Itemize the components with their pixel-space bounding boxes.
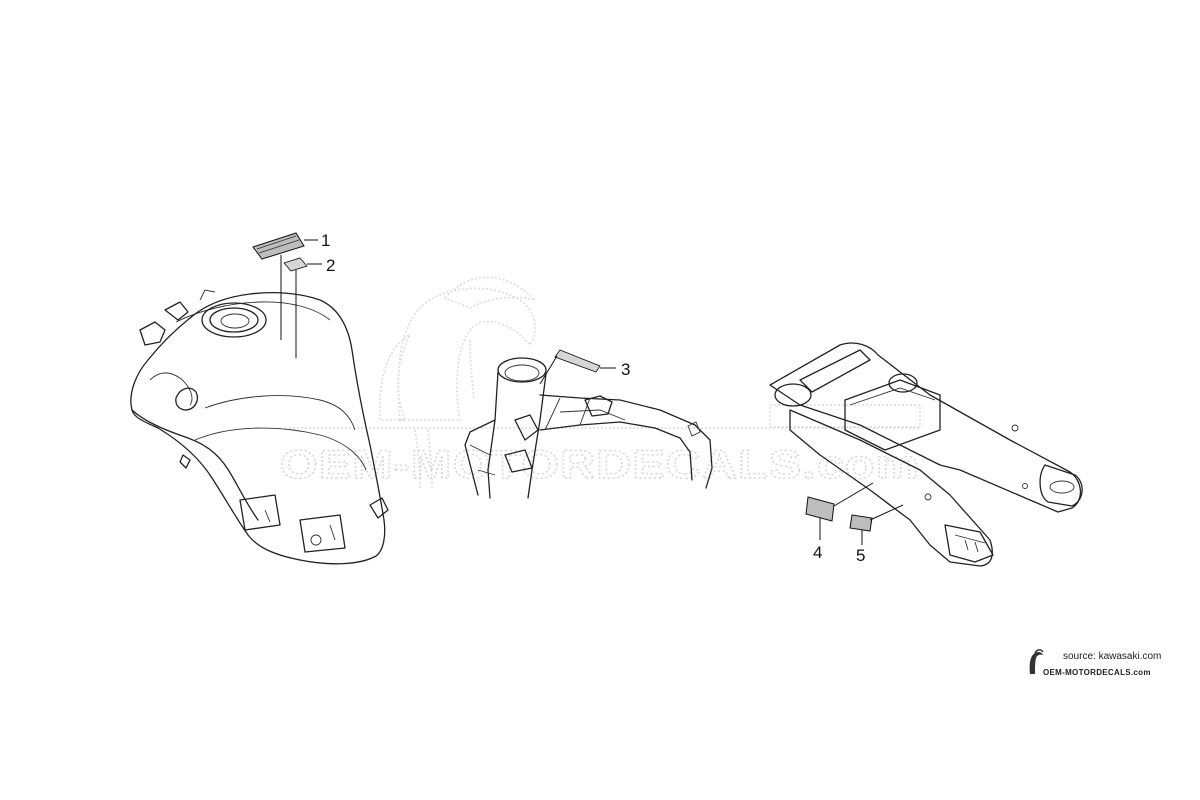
credit-source: source: kawasaki.com bbox=[1063, 651, 1162, 662]
callout-1: 1 bbox=[321, 231, 330, 250]
callouts: 1 2 3 4 5 bbox=[321, 231, 865, 565]
callout-5: 5 bbox=[856, 546, 865, 565]
decal-3 bbox=[554, 349, 601, 373]
decal-1 bbox=[252, 232, 305, 260]
main-frame bbox=[464, 357, 713, 499]
decal-5 bbox=[849, 514, 873, 532]
credit-brand: OEM-MOTORDECALS.com bbox=[1043, 668, 1151, 677]
callout-2: 2 bbox=[326, 256, 335, 275]
decal-2 bbox=[283, 257, 308, 272]
toucan-small-logo-icon bbox=[1029, 649, 1044, 674]
leader-lines bbox=[280, 239, 904, 545]
fuel-tank bbox=[130, 289, 389, 565]
decal-4 bbox=[805, 496, 835, 522]
callout-4: 4 bbox=[813, 543, 822, 562]
watermark-text: OEM-MOTORDECALS.com bbox=[280, 443, 920, 487]
callout-3: 3 bbox=[621, 360, 630, 379]
toucan-logo-icon bbox=[378, 276, 538, 491]
swingarm bbox=[769, 342, 1083, 567]
